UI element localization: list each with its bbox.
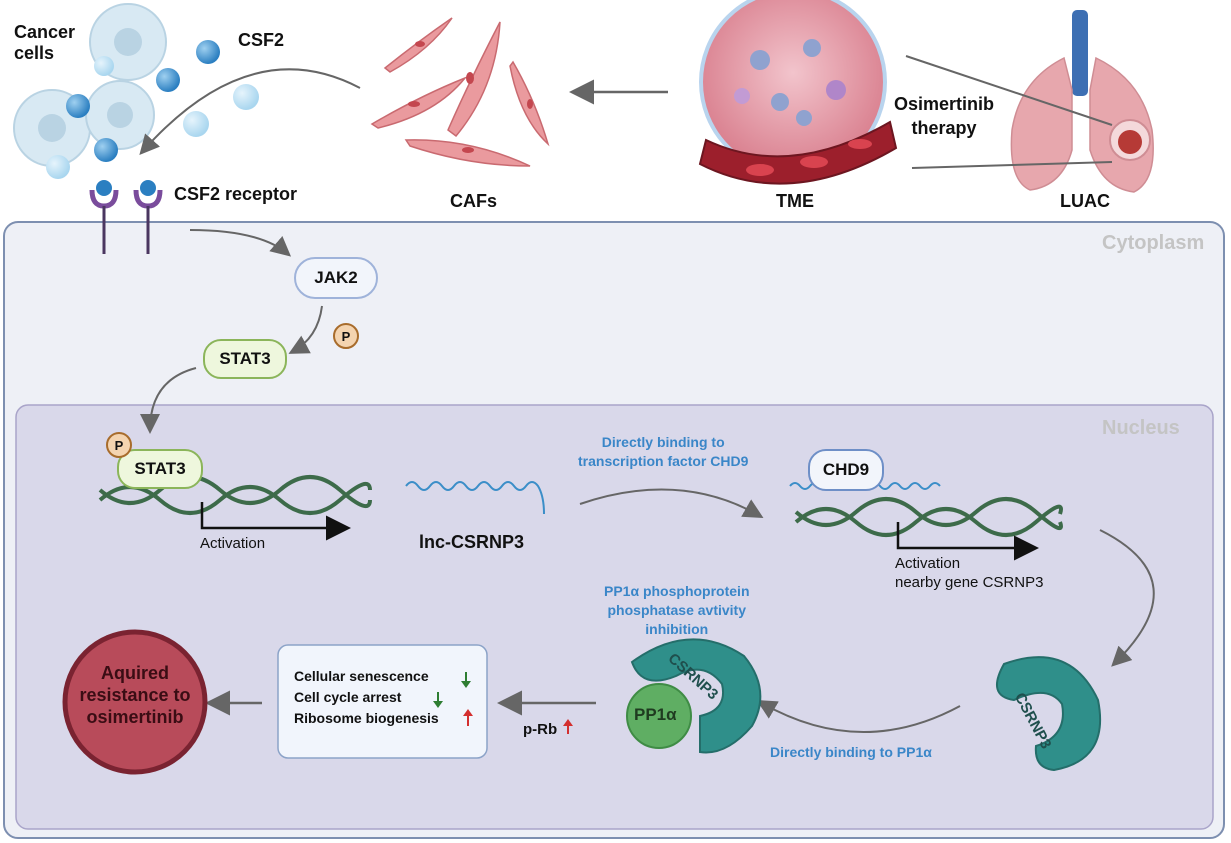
csrnp3-protein: [995, 656, 1102, 772]
resistance-circle: [62, 629, 208, 775]
effects-box: [277, 644, 488, 759]
tme-illustration: [698, 0, 898, 185]
lnc-rna-strand: [405, 481, 545, 515]
down-arrow-icon: [461, 672, 471, 688]
stat3-node: STAT3: [203, 339, 287, 379]
cafs-label: CAFs: [450, 191, 498, 211]
csf2-receptor-icon: [89, 180, 163, 254]
csf2-label: CSF2: [238, 30, 285, 50]
resistance-label: Aquired resistance to osimertinib: [79, 663, 191, 727]
chd9-node: CHD9: [808, 449, 884, 491]
effect-senescence: Cellular senescence: [294, 668, 429, 684]
lnc-csrnp3-label: lnc-CSRNP3: [419, 532, 525, 552]
stat3-nuclear-node: STAT3: [117, 449, 203, 489]
dna-helix-right: [794, 497, 1063, 537]
dna-helix-left: [98, 475, 372, 515]
jak2-node: JAK2: [294, 257, 378, 299]
arrow-to-csrnp3: [1099, 529, 1155, 667]
phospho-badge: P: [333, 323, 359, 349]
arrow-stat3-to-nucleus: [140, 367, 197, 434]
arrow-receptor-to-jak2: [189, 229, 292, 257]
cancer-cells-label: Cancer cells: [14, 22, 76, 63]
effect-cell-cycle-arrest: Cell cycle arrest: [294, 689, 402, 705]
pp1a-label: PP1α: [634, 705, 677, 724]
down-arrow-icon: [433, 692, 443, 708]
binding-pp1a-label: Directly binding to PP1α: [770, 744, 932, 760]
activation-arrow-right: [896, 522, 1039, 561]
pp1a-inhibition-label: PP1α phosphoprotein phosphatase avtivity…: [604, 583, 750, 637]
cytoplasm-label: Cytoplasm: [1102, 232, 1205, 254]
nucleus-label: Nucleus: [1102, 417, 1180, 439]
arrow-csrnp3-to-pp1a: [756, 699, 961, 734]
csf2-receptor-label: CSF2 receptor: [174, 184, 298, 204]
lung-icon: [905, 10, 1154, 193]
csrnp3-pp1a-complex: [626, 638, 762, 754]
effect-ribosome-biogenesis: Ribosome biogenesis: [294, 710, 439, 726]
tme-label: TME: [776, 191, 814, 211]
arrow-jak2-to-stat3: [288, 305, 323, 354]
csf2-molecules: [46, 40, 259, 179]
phospho-badge-nuclear: P: [106, 432, 132, 458]
up-arrow-icon: [463, 709, 473, 726]
caf-cells: [370, 17, 550, 167]
luac-label: LUAC: [1060, 191, 1110, 211]
up-arrow-icon: [563, 719, 573, 734]
activation-label-right: Activation nearby gene CSRNP3: [895, 555, 1044, 591]
arrow-lnc-to-chd9: [579, 488, 764, 518]
binding-chd9-label: Directly binding to transcription factor…: [578, 434, 749, 469]
activation-label-left: Activation: [200, 535, 266, 552]
p-rb-label: p-Rb: [523, 721, 558, 738]
osimertinib-therapy-label: Osimertinib therapy: [894, 94, 995, 138]
arrow-cafs-to-cancer: [139, 68, 361, 155]
activation-arrow-left: [200, 502, 351, 541]
